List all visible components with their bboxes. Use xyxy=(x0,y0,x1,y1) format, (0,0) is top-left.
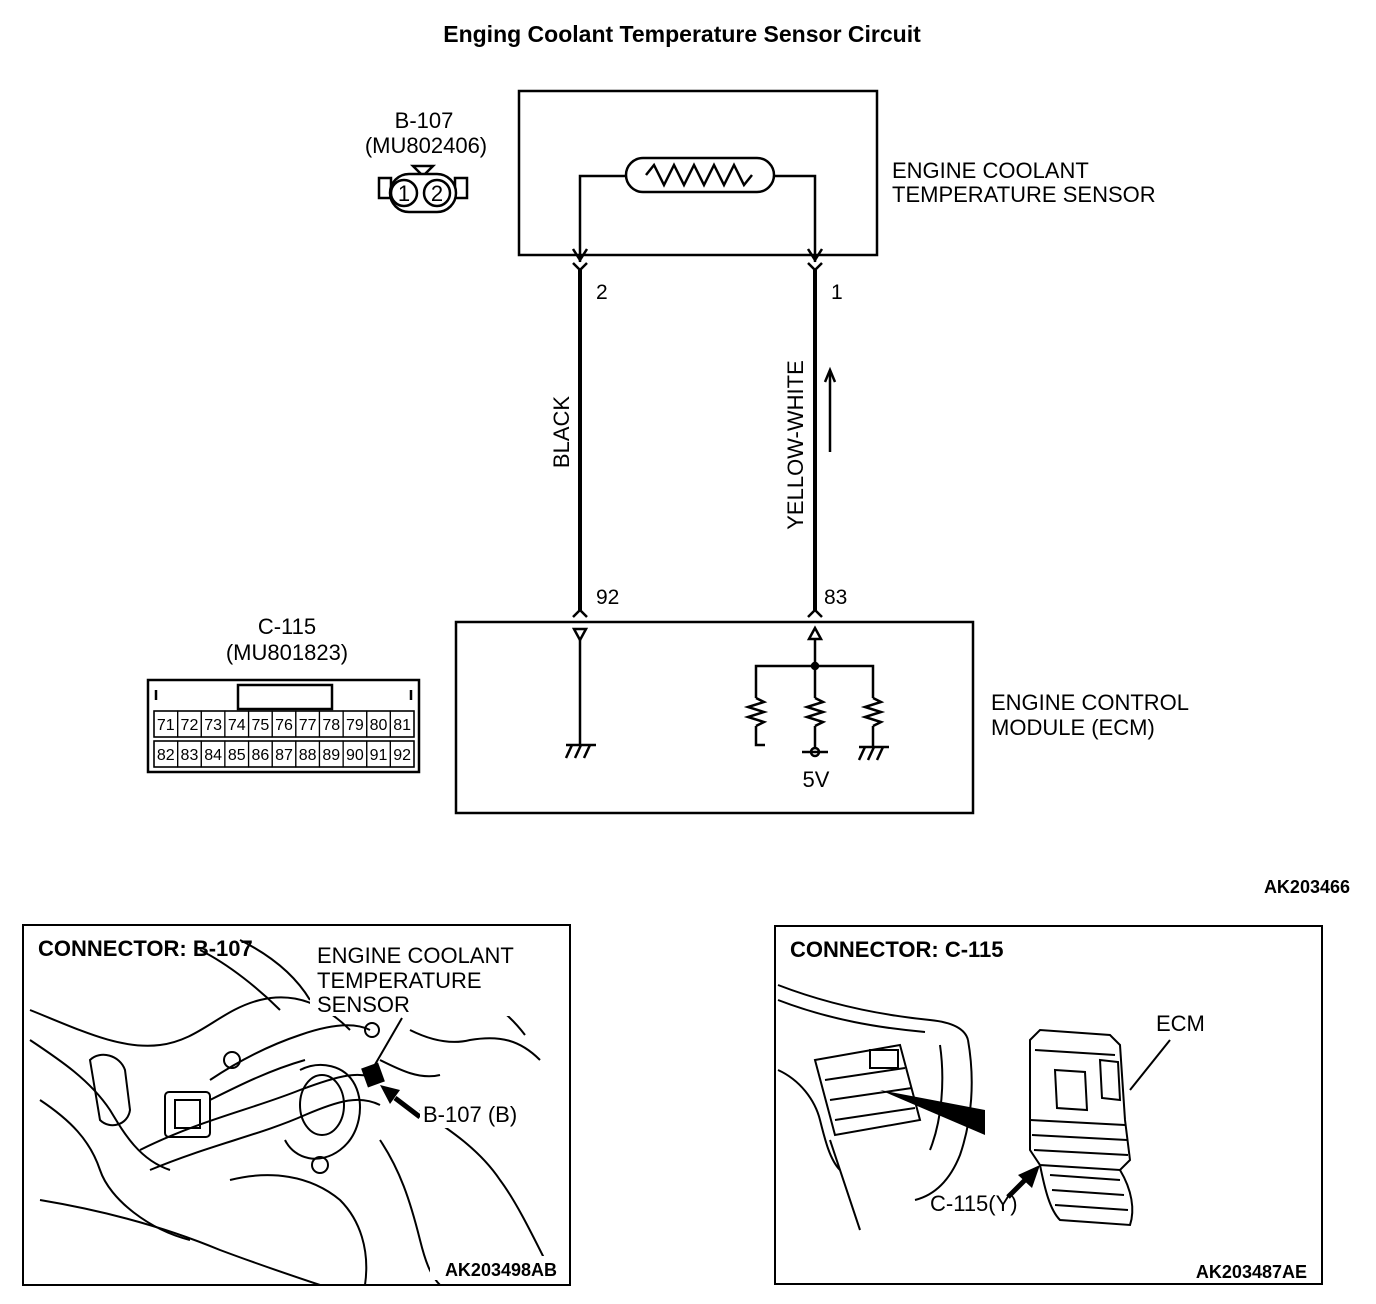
wire-label-black: BLACK xyxy=(549,396,574,468)
connector-cell-number: 71 xyxy=(157,717,175,734)
callout-arrow-icon xyxy=(380,1085,422,1119)
arrow-label-bg xyxy=(420,1100,530,1128)
ecm-label-line2: MODULE (ECM) xyxy=(991,715,1155,740)
connector-cell-number: 87 xyxy=(275,747,293,764)
sensor-box xyxy=(517,89,879,257)
connector-cell-number: 85 xyxy=(228,747,246,764)
photo-right-panel xyxy=(774,925,1323,1285)
photo-right-heading: CONNECTOR: C-115 xyxy=(790,937,1004,962)
ecm-supply-voltage: 5V xyxy=(803,767,830,792)
connector-cell-number: 74 xyxy=(228,717,246,734)
callout-label-bg xyxy=(310,944,545,1016)
connector-cell-number: 80 xyxy=(370,717,388,734)
ref-bg xyxy=(430,1256,564,1280)
ecm-box xyxy=(454,620,975,815)
ecm-pin-right: 83 xyxy=(824,586,847,609)
connector-cell-number: 91 xyxy=(370,747,388,764)
ecm-connector-cells: 71 72 73 74 75 76 77 78 79 80 81 82 83 84 85 86 87 88 89 90… xyxy=(153,710,415,768)
thermistor-symbol xyxy=(624,156,776,194)
connector-cell-number: 77 xyxy=(299,717,317,734)
connector-cell-number: 92 xyxy=(393,747,411,764)
ecm-connector-id: C-115 xyxy=(258,614,316,639)
sensor-label-line2: TEMPERATURE SENSOR xyxy=(892,182,1156,207)
diagram-title: Enging Coolant Temperature Sensor Circui… xyxy=(443,21,921,47)
photo-left-callout-line2: TEMPERATURE xyxy=(317,968,482,993)
sensor-connector-pin: 1 xyxy=(398,181,410,206)
callout-leader xyxy=(372,1017,403,1069)
current-flow-arrow xyxy=(823,366,837,452)
connector-cell-number: 75 xyxy=(251,717,269,734)
ecm-leader xyxy=(1129,1039,1171,1091)
ecm-pin-left: 92 xyxy=(596,586,619,609)
ecm-internal-ground-circuit xyxy=(564,627,596,759)
connector-cell-number: 82 xyxy=(157,747,175,764)
photo-left-ref: AK203498AB xyxy=(445,1260,557,1280)
connector-cell-number: 78 xyxy=(322,717,340,734)
photo-right-ecm-label: ECM xyxy=(1156,1011,1205,1036)
photo-left-heading: CONNECTOR: B-107 xyxy=(38,936,253,961)
connector-cell-number: 86 xyxy=(251,747,269,764)
sensor-label-line1: ENGINE COOLANT xyxy=(892,158,1089,183)
connector-cell-number: 79 xyxy=(346,717,364,734)
connector-cell-number: 90 xyxy=(346,747,364,764)
engine-bay-illustration xyxy=(29,939,546,1286)
ecm-internal-pullup-circuit xyxy=(743,625,889,761)
connector-cell-number: 73 xyxy=(204,717,222,734)
connector-cell-number: 81 xyxy=(393,717,411,734)
wire-label-yellow-white: YELLOW-WHITE xyxy=(783,360,808,530)
sensor-connector-id: B-107 xyxy=(395,108,454,133)
connector-cell-number: 88 xyxy=(299,747,317,764)
sensor-pin-right: 1 xyxy=(831,281,843,304)
connector-cell-number: 83 xyxy=(181,747,199,764)
photo-left-arrow-label: B-107 (B) xyxy=(423,1102,517,1127)
sensor-connector-photo xyxy=(361,1062,385,1088)
photo-right-arrow-label: C-115(Y) xyxy=(930,1191,1018,1216)
sensor-connector-icon xyxy=(377,164,469,214)
connector-cell-number: 84 xyxy=(204,747,222,764)
photo-right-ref: AK203487AE xyxy=(1196,1262,1307,1282)
sensor-pin-left: 2 xyxy=(596,281,608,304)
ecm-module-illustration xyxy=(1029,1028,1134,1227)
zoom-beam xyxy=(880,1090,985,1135)
sensor-connector-pin: 2 xyxy=(431,181,443,206)
diagram-ref-code: AK203466 xyxy=(1264,877,1350,897)
ecm-part-number: (MU801823) xyxy=(226,640,348,665)
sensor-part-number: (MU802406) xyxy=(365,133,487,158)
ecm-label-line1: ENGINE CONTROL xyxy=(991,690,1189,715)
ecm-pin-markers xyxy=(572,608,823,618)
c115-arrow-icon xyxy=(1006,1165,1040,1199)
photo-left-callout-line3: SENSOR xyxy=(317,992,410,1017)
connector-cell-number: 72 xyxy=(181,717,199,734)
connector-cell-number: 89 xyxy=(322,747,340,764)
connector-cell xyxy=(389,710,415,738)
dashboard-illustration xyxy=(777,984,973,1231)
connector-cell-number: 76 xyxy=(275,717,293,734)
photo-left-callout-line1: ENGINE COOLANT xyxy=(317,943,514,968)
connector-cell xyxy=(389,740,415,768)
